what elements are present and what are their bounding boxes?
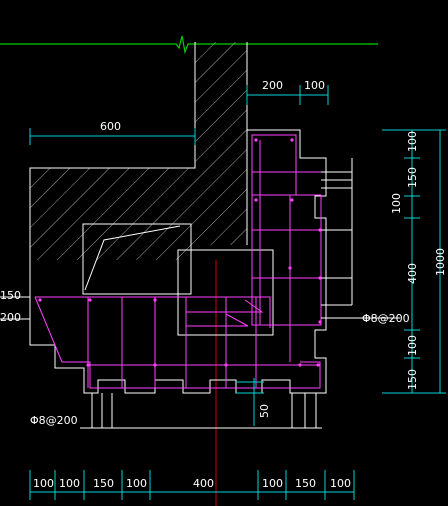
dim-bottom-2: 100 — [59, 477, 80, 490]
footing-stubs — [80, 393, 322, 429]
dim-right-100c: 100 — [406, 335, 419, 356]
rebar-cage — [34, 134, 322, 389]
right-extension-lines — [321, 158, 400, 319]
dim-bottom-6: 100 — [262, 477, 283, 490]
dim-bottom-7: 150 — [295, 477, 316, 490]
dim-right-400: 400 — [406, 263, 419, 284]
right-dimensions — [382, 129, 446, 394]
dim-bottom-8: 100 — [330, 477, 351, 490]
dim-right-100b: 100 — [390, 193, 403, 214]
dim-left-200: 200 — [0, 311, 21, 324]
dim-right-150a: 150 — [406, 167, 419, 188]
dim-right-100a: 100 — [406, 131, 419, 152]
dim-right-1000: 1000 — [434, 248, 447, 276]
bottom-dimensions — [29, 470, 355, 500]
rebar-label-bottom: Φ8@200 — [30, 414, 78, 427]
dim-mid-50: 50 — [258, 404, 271, 418]
dim-left-150: 150 — [0, 289, 21, 302]
dim-bottom-1: 100 — [33, 477, 54, 490]
dim-bottom-5: 400 — [193, 477, 214, 490]
rebar-label-right: Φ8@200 — [362, 312, 410, 325]
ground-line — [0, 35, 378, 55]
dim-bottom-4: 100 — [126, 477, 147, 490]
dim-right-150b: 150 — [406, 369, 419, 390]
dim-top-600: 600 — [100, 120, 121, 133]
rebar-dots — [38, 138, 322, 367]
dim-top-200: 200 — [262, 79, 283, 92]
dim-50-marker — [236, 378, 264, 426]
dim-bottom-3: 150 — [93, 477, 114, 490]
left-leader-lines — [0, 296, 30, 320]
top-dimensions — [29, 85, 329, 145]
dim-top-100: 100 — [304, 79, 325, 92]
